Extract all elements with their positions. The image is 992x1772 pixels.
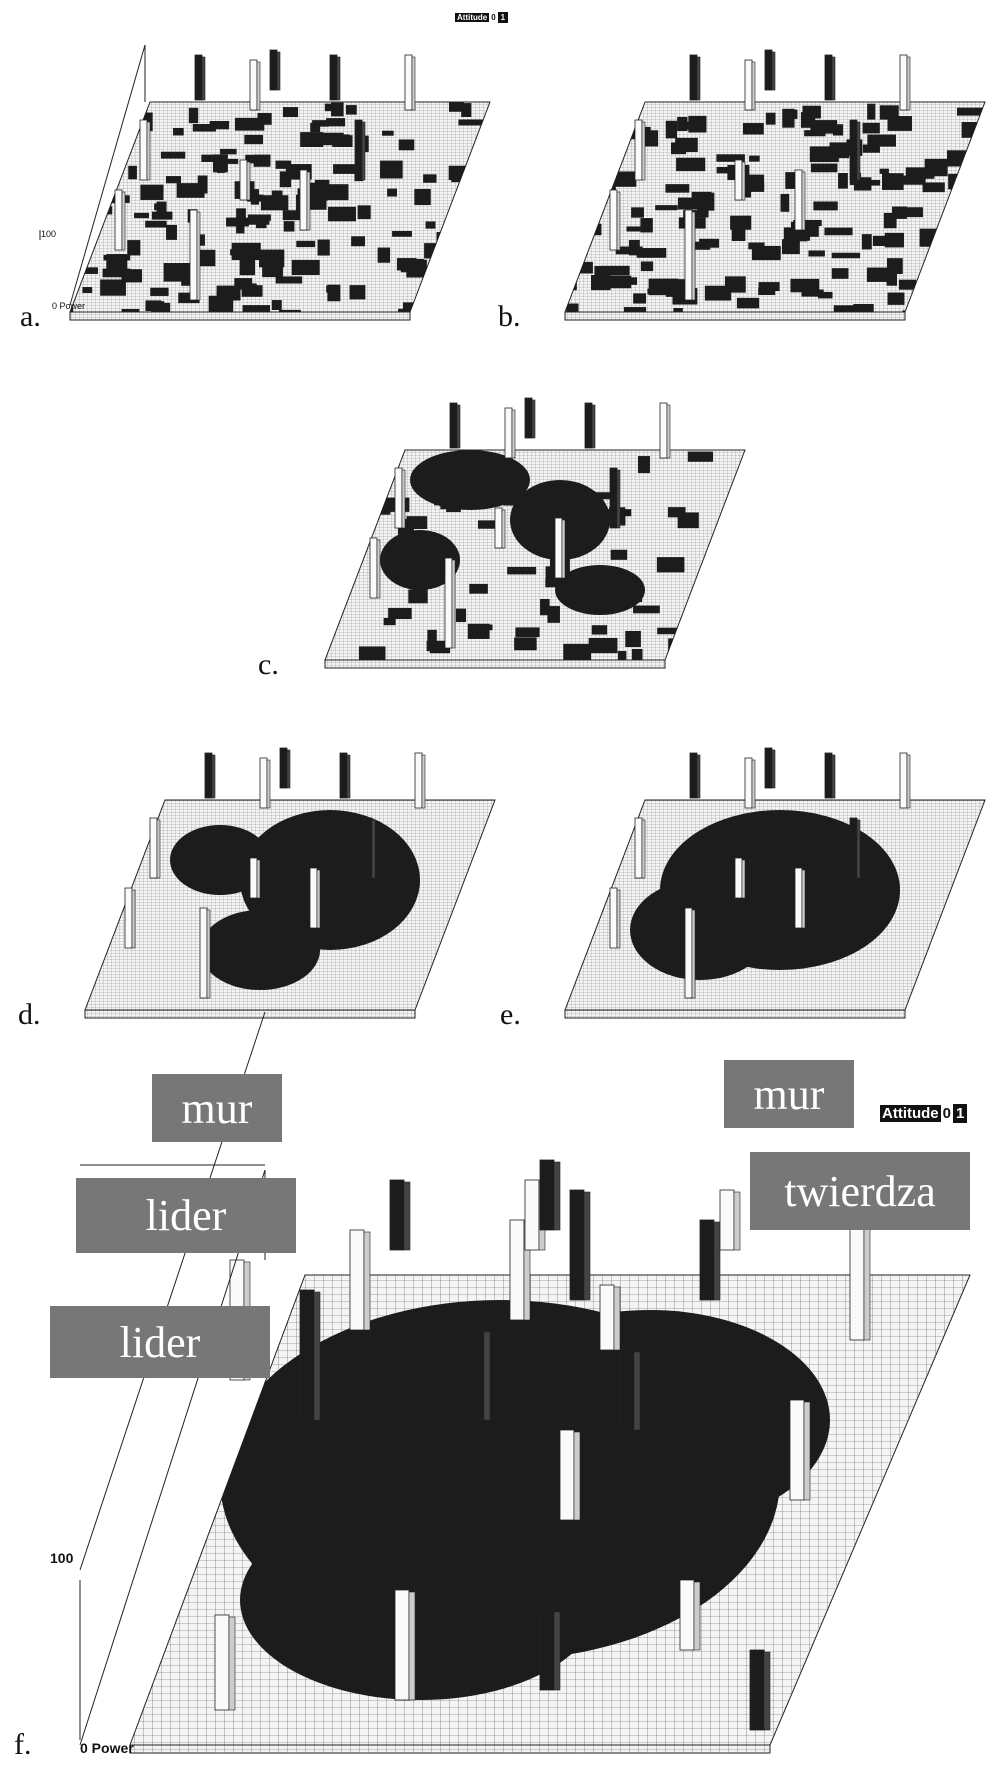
attitude-legend-key-large: Attitude: [880, 1105, 941, 1122]
attitude-legend-value-0: 0: [491, 13, 496, 22]
attitude-legend-small: Attitude 0 1: [455, 12, 509, 23]
panel-label-d: d.: [18, 998, 41, 1031]
board-f: [129, 1159, 971, 1754]
board-d: [84, 747, 496, 1019]
panel-label-a: a.: [20, 300, 41, 333]
board-e: [564, 747, 986, 1019]
callout-lider-bottom: lider: [50, 1306, 270, 1378]
attitude-legend-value-1: 1: [497, 12, 509, 23]
panel-label-b: b.: [498, 300, 521, 333]
origin-label-small: 0 Power: [52, 301, 86, 311]
z-axis-max-label-large: 100: [50, 1550, 74, 1566]
board-c: [324, 397, 746, 669]
callout-mur-left: mur: [152, 1074, 282, 1142]
callout-lider-top: lider: [76, 1178, 296, 1253]
board-b: [564, 49, 986, 321]
attitude-legend-large: Attitude 0 1: [880, 1104, 968, 1123]
origin-label-large: 0 Power: [80, 1740, 134, 1756]
callout-twierdza: twierdza: [750, 1152, 970, 1230]
z-axis-max-label-small: 100: [41, 229, 57, 239]
panel-label-e: e.: [500, 998, 521, 1031]
panel-label-c: c.: [258, 648, 279, 681]
attitude-legend-value-1-large: 1: [953, 1104, 968, 1123]
panel-label-f: f.: [14, 1728, 32, 1761]
attitude-legend-value-0-large: 0: [942, 1105, 951, 1122]
board-a: [69, 49, 491, 321]
callout-mur-right: mur: [724, 1060, 854, 1128]
attitude-legend-key: Attitude: [455, 13, 490, 22]
